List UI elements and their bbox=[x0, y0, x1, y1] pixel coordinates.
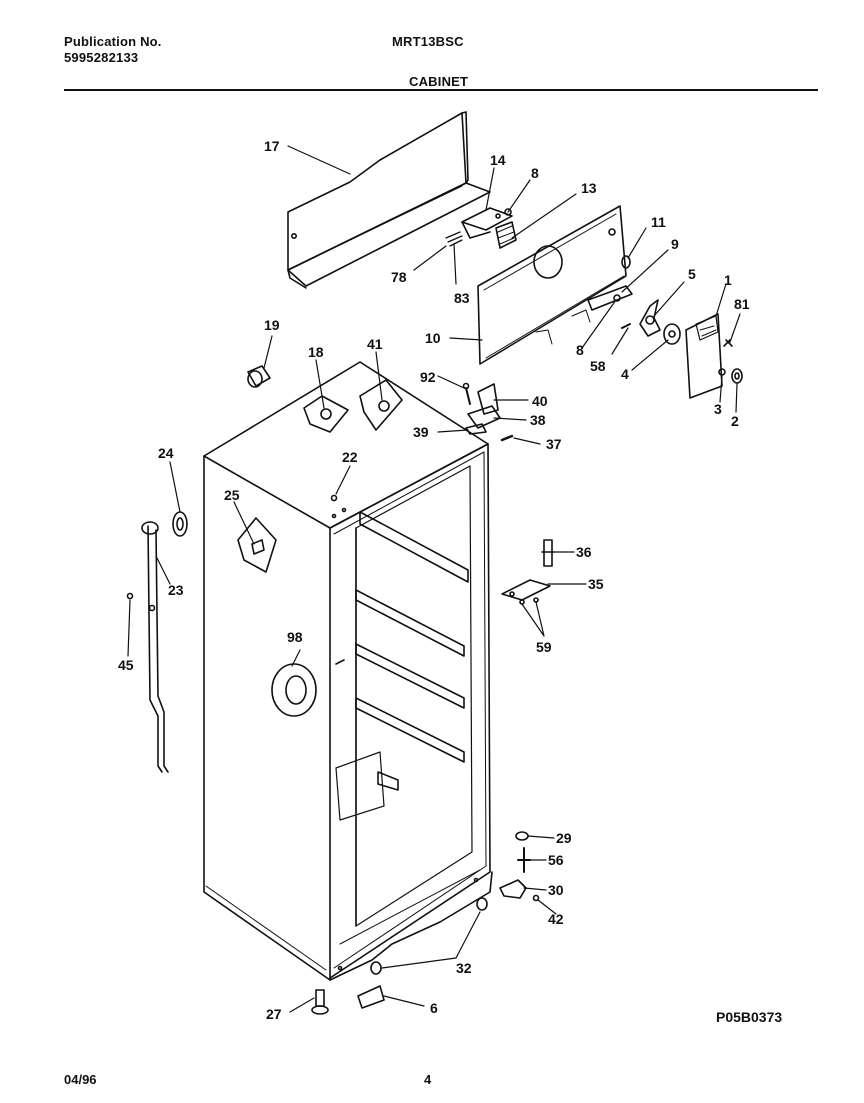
callout-45: 45 bbox=[118, 657, 134, 673]
callout-41: 41 bbox=[367, 336, 383, 352]
section-title: CABINET bbox=[409, 74, 469, 89]
part-36-hinge-pin bbox=[541, 539, 555, 567]
callout-14: 14 bbox=[490, 152, 506, 168]
callout-3: 3 bbox=[714, 401, 722, 417]
part-14-bracket bbox=[461, 207, 513, 239]
callout-17: 17 bbox=[264, 138, 280, 154]
part-32-grommets bbox=[370, 897, 488, 975]
callout-56: 56 bbox=[548, 852, 564, 868]
callout-9: 9 bbox=[671, 236, 679, 252]
callout-30: 30 bbox=[548, 882, 564, 898]
part-19-cap bbox=[247, 365, 271, 388]
callout-27: 27 bbox=[266, 1006, 282, 1022]
part-56-pin bbox=[517, 847, 531, 873]
part-13-switch bbox=[495, 208, 517, 249]
part-1-motor-mount bbox=[685, 313, 723, 399]
callout-10: 10 bbox=[425, 330, 441, 346]
callout-42: 42 bbox=[548, 911, 564, 927]
callout-98: 98 bbox=[287, 629, 303, 645]
part-27-leveling-leg bbox=[311, 989, 329, 1015]
callout-8b: 8 bbox=[576, 342, 584, 358]
part-58-screw bbox=[621, 323, 631, 329]
part-5-fan-blade bbox=[639, 299, 661, 337]
part-41-damper-cover bbox=[359, 379, 403, 431]
part-2-grommet bbox=[731, 368, 743, 384]
callout-36: 36 bbox=[576, 544, 592, 560]
part-45-clip bbox=[126, 592, 134, 600]
callout-18: 18 bbox=[308, 344, 324, 360]
callout-40: 40 bbox=[532, 393, 548, 409]
callout-22: 22 bbox=[342, 449, 358, 465]
callout-81: 81 bbox=[734, 296, 750, 312]
part-11-grommet bbox=[621, 255, 631, 269]
model-number: MRT13BSC bbox=[392, 34, 464, 49]
callout-39: 39 bbox=[413, 424, 429, 440]
part-81-screw bbox=[723, 339, 733, 347]
callout-19: 19 bbox=[264, 317, 280, 333]
callout-6: 6 bbox=[430, 1000, 438, 1016]
callout-24: 24 bbox=[158, 445, 174, 461]
header-rule bbox=[64, 89, 818, 91]
part-35-center-hinge bbox=[501, 579, 551, 601]
callout-78: 78 bbox=[391, 269, 407, 285]
cabinet-body bbox=[203, 361, 493, 981]
callout-38: 38 bbox=[530, 412, 546, 428]
part-92-screw bbox=[462, 382, 471, 405]
part-38-top-hinge bbox=[467, 405, 501, 429]
publication-label: Publication No. bbox=[64, 34, 162, 49]
callout-25: 25 bbox=[224, 487, 240, 503]
part-4-fan-motor bbox=[663, 323, 681, 345]
part-30-bottom-hinge bbox=[499, 879, 527, 899]
part-24-grommet bbox=[172, 511, 188, 537]
callout-4: 4 bbox=[621, 366, 629, 382]
callout-11: 11 bbox=[651, 214, 666, 230]
callout-59: 59 bbox=[536, 639, 552, 655]
callout-29: 29 bbox=[556, 830, 572, 846]
callout-8: 8 bbox=[531, 165, 539, 181]
part-23-drain-tube bbox=[141, 521, 169, 773]
callout-13: 13 bbox=[581, 180, 597, 196]
callout-35: 35 bbox=[588, 576, 604, 592]
callout-37: 37 bbox=[546, 436, 562, 452]
callout-labels: 17 14 8 13 78 83 11 9 5 1 81 10 8 58 4 3… bbox=[118, 138, 750, 1022]
callout-32: 32 bbox=[456, 960, 472, 976]
part-29-washer bbox=[515, 831, 529, 841]
part-17-top-panel bbox=[287, 111, 491, 289]
diagram-code: P05B0373 bbox=[716, 1009, 782, 1025]
callout-92: 92 bbox=[420, 369, 436, 385]
part-6-toe-grille bbox=[357, 985, 385, 1009]
part-37-pin bbox=[500, 434, 514, 442]
part-3-screw bbox=[718, 368, 726, 376]
part-25-side-plate bbox=[237, 517, 277, 573]
part-10-evaporator-cover bbox=[477, 205, 627, 365]
leader-lines bbox=[127, 145, 741, 1013]
part-98-plug bbox=[271, 663, 317, 717]
publication-number: 5995282133 bbox=[64, 50, 139, 65]
callout-2: 2 bbox=[731, 413, 739, 429]
footer-date: 04/96 bbox=[64, 1072, 97, 1087]
callout-83: 83 bbox=[454, 290, 470, 306]
footer-page: 4 bbox=[424, 1072, 432, 1087]
callout-5: 5 bbox=[688, 266, 696, 282]
callout-58: 58 bbox=[590, 358, 606, 374]
part-40-hinge-cover bbox=[477, 383, 499, 415]
part-83-clip bbox=[445, 231, 463, 247]
part-9-motor-bracket bbox=[587, 285, 633, 311]
part-42-screw bbox=[532, 894, 540, 902]
part-18-thermostat-cover bbox=[303, 395, 349, 433]
callout-1: 1 bbox=[724, 272, 732, 288]
callout-23: 23 bbox=[168, 582, 184, 598]
